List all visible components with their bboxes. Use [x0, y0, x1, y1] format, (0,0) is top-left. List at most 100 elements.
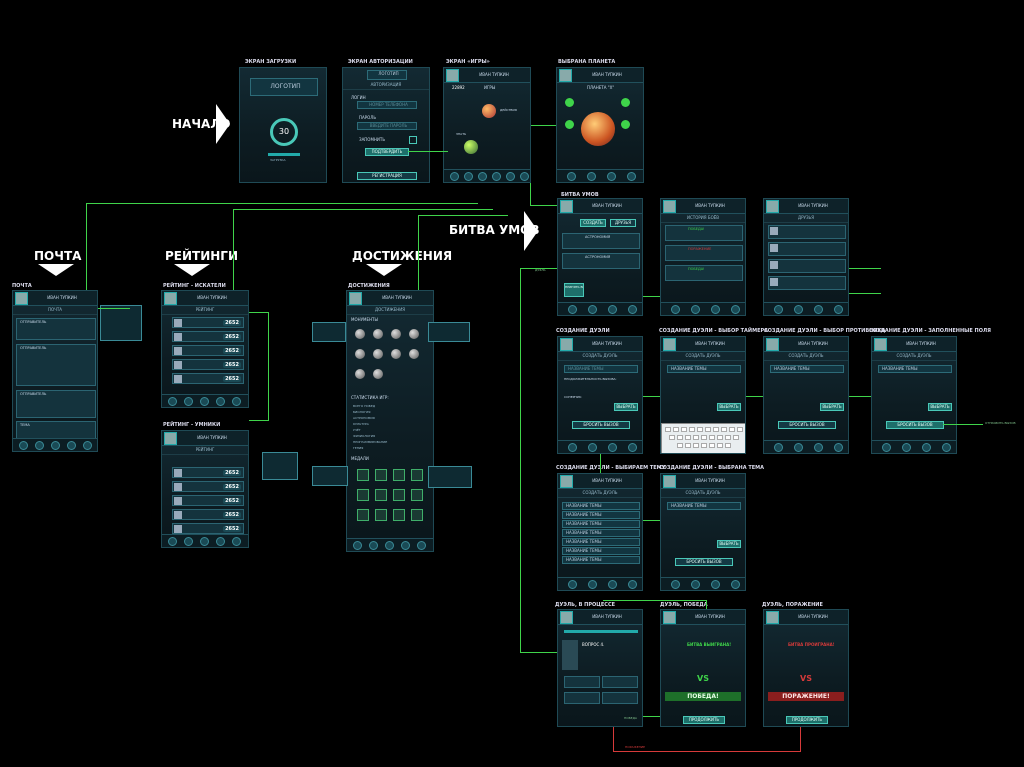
- friends-tab[interactable]: ДРУЗЬЯ: [610, 219, 636, 227]
- rating-row[interactable]: 2652: [172, 345, 244, 356]
- tab-icon[interactable]: [401, 541, 410, 550]
- medal-icon[interactable]: [393, 509, 405, 521]
- choose-rival-button[interactable]: ВЫБРАТЬ: [614, 403, 638, 411]
- mail-item[interactable]: ОТПРАВИТЕЛЬ: [16, 390, 96, 418]
- tab-icon[interactable]: [608, 580, 617, 589]
- tab-icon[interactable]: [568, 580, 577, 589]
- theme-option[interactable]: НАЗВАНИЕ ТЕМЫ: [562, 556, 640, 564]
- tab-icon[interactable]: [506, 172, 515, 181]
- tab-icon[interactable]: [216, 397, 225, 406]
- choose-rival-button[interactable]: ВЫБРАТЬ: [928, 403, 952, 411]
- send-challenge-button[interactable]: БРОСИТЬ ВЫЗОВ: [675, 558, 733, 566]
- friend-row[interactable]: [768, 225, 846, 239]
- tab-icon[interactable]: [385, 541, 394, 550]
- monument-icon[interactable]: [391, 349, 401, 359]
- history-row[interactable]: ПОБЕДА!: [665, 225, 743, 241]
- choose-rival-button[interactable]: ВЫБРАТЬ: [717, 540, 741, 548]
- continue-button[interactable]: ПРОДОЛЖИТЬ: [683, 716, 725, 724]
- tab-icon[interactable]: [731, 580, 740, 589]
- medal-icon[interactable]: [375, 509, 387, 521]
- planet-actions-icon[interactable]: [482, 104, 496, 118]
- monument-icon[interactable]: [409, 329, 419, 339]
- tab-icon[interactable]: [492, 172, 501, 181]
- theme-input[interactable]: НАЗВАНИЕ ТЕМЫ: [878, 365, 952, 373]
- medal-icon[interactable]: [375, 469, 387, 481]
- monument-icon[interactable]: [355, 349, 365, 359]
- tab-icon[interactable]: [464, 172, 473, 181]
- tab-icon[interactable]: [671, 305, 680, 314]
- tab-icon[interactable]: [627, 172, 636, 181]
- rating-row[interactable]: 2652: [172, 359, 244, 370]
- tab-icon[interactable]: [588, 305, 597, 314]
- monument-icon[interactable]: [373, 369, 383, 379]
- play-icon[interactable]: [621, 98, 630, 107]
- challenge-row[interactable]: АСТРОНОМИЯ: [562, 233, 640, 249]
- tab-icon[interactable]: [794, 443, 803, 452]
- send-challenge-button[interactable]: БРОСИТЬ ВЫЗОВ: [886, 421, 944, 429]
- medal-icon[interactable]: [393, 489, 405, 501]
- history-row[interactable]: ПОРАЖЕНИЕ: [665, 245, 743, 261]
- rating-row[interactable]: 2652: [172, 331, 244, 342]
- theme-option[interactable]: НАЗВАНИЕ ТЕМЫ: [562, 520, 640, 528]
- medal-icon[interactable]: [411, 489, 423, 501]
- history-row[interactable]: ПОБЕДА!: [665, 265, 743, 281]
- theme-option[interactable]: НАЗВАНИЕ ТЕМЫ: [562, 547, 640, 555]
- tab-icon[interactable]: [607, 172, 616, 181]
- tab-icon[interactable]: [902, 443, 911, 452]
- register-button[interactable]: РЕГИСТРАЦИЯ: [357, 172, 417, 180]
- answer-option[interactable]: [602, 692, 638, 704]
- continue-button[interactable]: ПРОДОЛЖИТЬ: [786, 716, 828, 724]
- tab-icon[interactable]: [232, 537, 241, 546]
- tab-icon[interactable]: [567, 172, 576, 181]
- medal-icon[interactable]: [375, 489, 387, 501]
- friend-row[interactable]: [768, 259, 846, 273]
- tab-icon[interactable]: [83, 441, 92, 450]
- rating-row[interactable]: 2652: [172, 467, 244, 478]
- medal-icon[interactable]: [411, 469, 423, 481]
- tab-icon[interactable]: [814, 305, 823, 314]
- tab-icon[interactable]: [731, 305, 740, 314]
- tab-icon[interactable]: [478, 172, 487, 181]
- mail-item[interactable]: ТЕМА: [16, 421, 96, 439]
- play-icon[interactable]: [565, 98, 574, 107]
- remember-checkbox[interactable]: [409, 136, 417, 144]
- theme-option[interactable]: НАЗВАНИЕ ТЕМЫ: [562, 511, 640, 519]
- tab-icon[interactable]: [232, 397, 241, 406]
- tab-icon[interactable]: [216, 537, 225, 546]
- medal-icon[interactable]: [357, 489, 369, 501]
- answer-option[interactable]: [602, 676, 638, 688]
- tab-icon[interactable]: [608, 443, 617, 452]
- rating-row[interactable]: 2652: [172, 495, 244, 506]
- tab-icon[interactable]: [794, 305, 803, 314]
- tab-icon[interactable]: [608, 305, 617, 314]
- theme-option[interactable]: НАЗВАНИЕ ТЕМЫ: [562, 538, 640, 546]
- tab-icon[interactable]: [67, 441, 76, 450]
- rating-row[interactable]: 2652: [172, 509, 244, 520]
- create-tab[interactable]: СОЗДАТЬ: [580, 219, 606, 227]
- medal-icon[interactable]: [411, 509, 423, 521]
- monument-icon[interactable]: [355, 369, 365, 379]
- tab-icon[interactable]: [834, 443, 843, 452]
- tab-icon[interactable]: [369, 541, 378, 550]
- choose-rival-button[interactable]: ВЫБРАТЬ: [820, 403, 844, 411]
- friend-row[interactable]: [768, 276, 846, 290]
- mail-item[interactable]: ОТПРАВИТЕЛЬ: [16, 344, 96, 386]
- tab-icon[interactable]: [568, 443, 577, 452]
- login-input[interactable]: НОМЕР ТЕЛЕФОНА: [357, 101, 417, 109]
- mail-item[interactable]: ОТПРАВИТЕЛЬ: [16, 318, 96, 340]
- tab-icon[interactable]: [834, 305, 843, 314]
- password-input[interactable]: ВВЕДИТЕ ПАРОЛЬ: [357, 122, 417, 130]
- tab-icon[interactable]: [168, 397, 177, 406]
- choose-rival-button[interactable]: ВЫБРАТЬ: [717, 403, 741, 411]
- send-challenge-button[interactable]: БРОСИТЬ ВЫЗОВ: [778, 421, 836, 429]
- tab-icon[interactable]: [882, 443, 891, 452]
- send-challenge-button[interactable]: БРОСИТЬ ВЫЗОВ: [572, 421, 630, 429]
- confirm-button[interactable]: ПОДТВЕРДИТЬ: [365, 148, 409, 156]
- theme-input[interactable]: НАЗВАНИЕ ТЕМЫ: [564, 365, 638, 373]
- tab-icon[interactable]: [628, 305, 637, 314]
- tab-icon[interactable]: [691, 305, 700, 314]
- tab-icon[interactable]: [588, 443, 597, 452]
- tab-icon[interactable]: [671, 580, 680, 589]
- monument-icon[interactable]: [409, 349, 419, 359]
- monument-icon[interactable]: [355, 329, 365, 339]
